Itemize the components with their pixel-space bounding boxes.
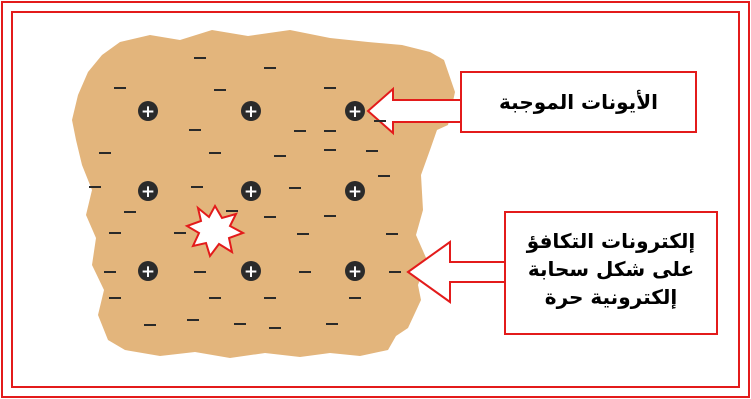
valence-electrons-label-line-1: إلكترونات التكافؤ	[505, 227, 717, 255]
positive-ion-icon: +	[241, 181, 261, 202]
positive-ion-icon: +	[345, 261, 365, 282]
valence-electrons-label-line-2: على شكل سحابة	[505, 255, 717, 283]
valence-electrons-label-line-3: إلكترونية حرة	[505, 283, 717, 311]
svg-text:+: +	[348, 182, 362, 202]
svg-text:+: +	[348, 262, 362, 282]
svg-text:+: +	[141, 102, 155, 122]
positive-ion-icon: +	[241, 261, 261, 282]
svg-text:+: +	[244, 182, 258, 202]
positive-ion-icon: +	[345, 101, 365, 122]
positive-ion-icon: +	[138, 261, 158, 282]
svg-text:+: +	[141, 262, 155, 282]
positive-ion-icon: +	[138, 101, 158, 122]
positive-ion-icon: +	[241, 101, 261, 122]
positive-ions-label: الأيونات الموجبة	[461, 72, 696, 132]
metal-sheet	[72, 30, 455, 358]
positive-ion-icon: +	[138, 181, 158, 202]
svg-text:+: +	[244, 102, 258, 122]
positive-ion-icon: +	[345, 181, 365, 202]
svg-text:+: +	[141, 182, 155, 202]
svg-text:+: +	[244, 262, 258, 282]
valence-electrons-label: إلكترونات التكافؤ على شكل سحابة إلكتروني…	[505, 212, 717, 334]
svg-text:+: +	[348, 102, 362, 122]
